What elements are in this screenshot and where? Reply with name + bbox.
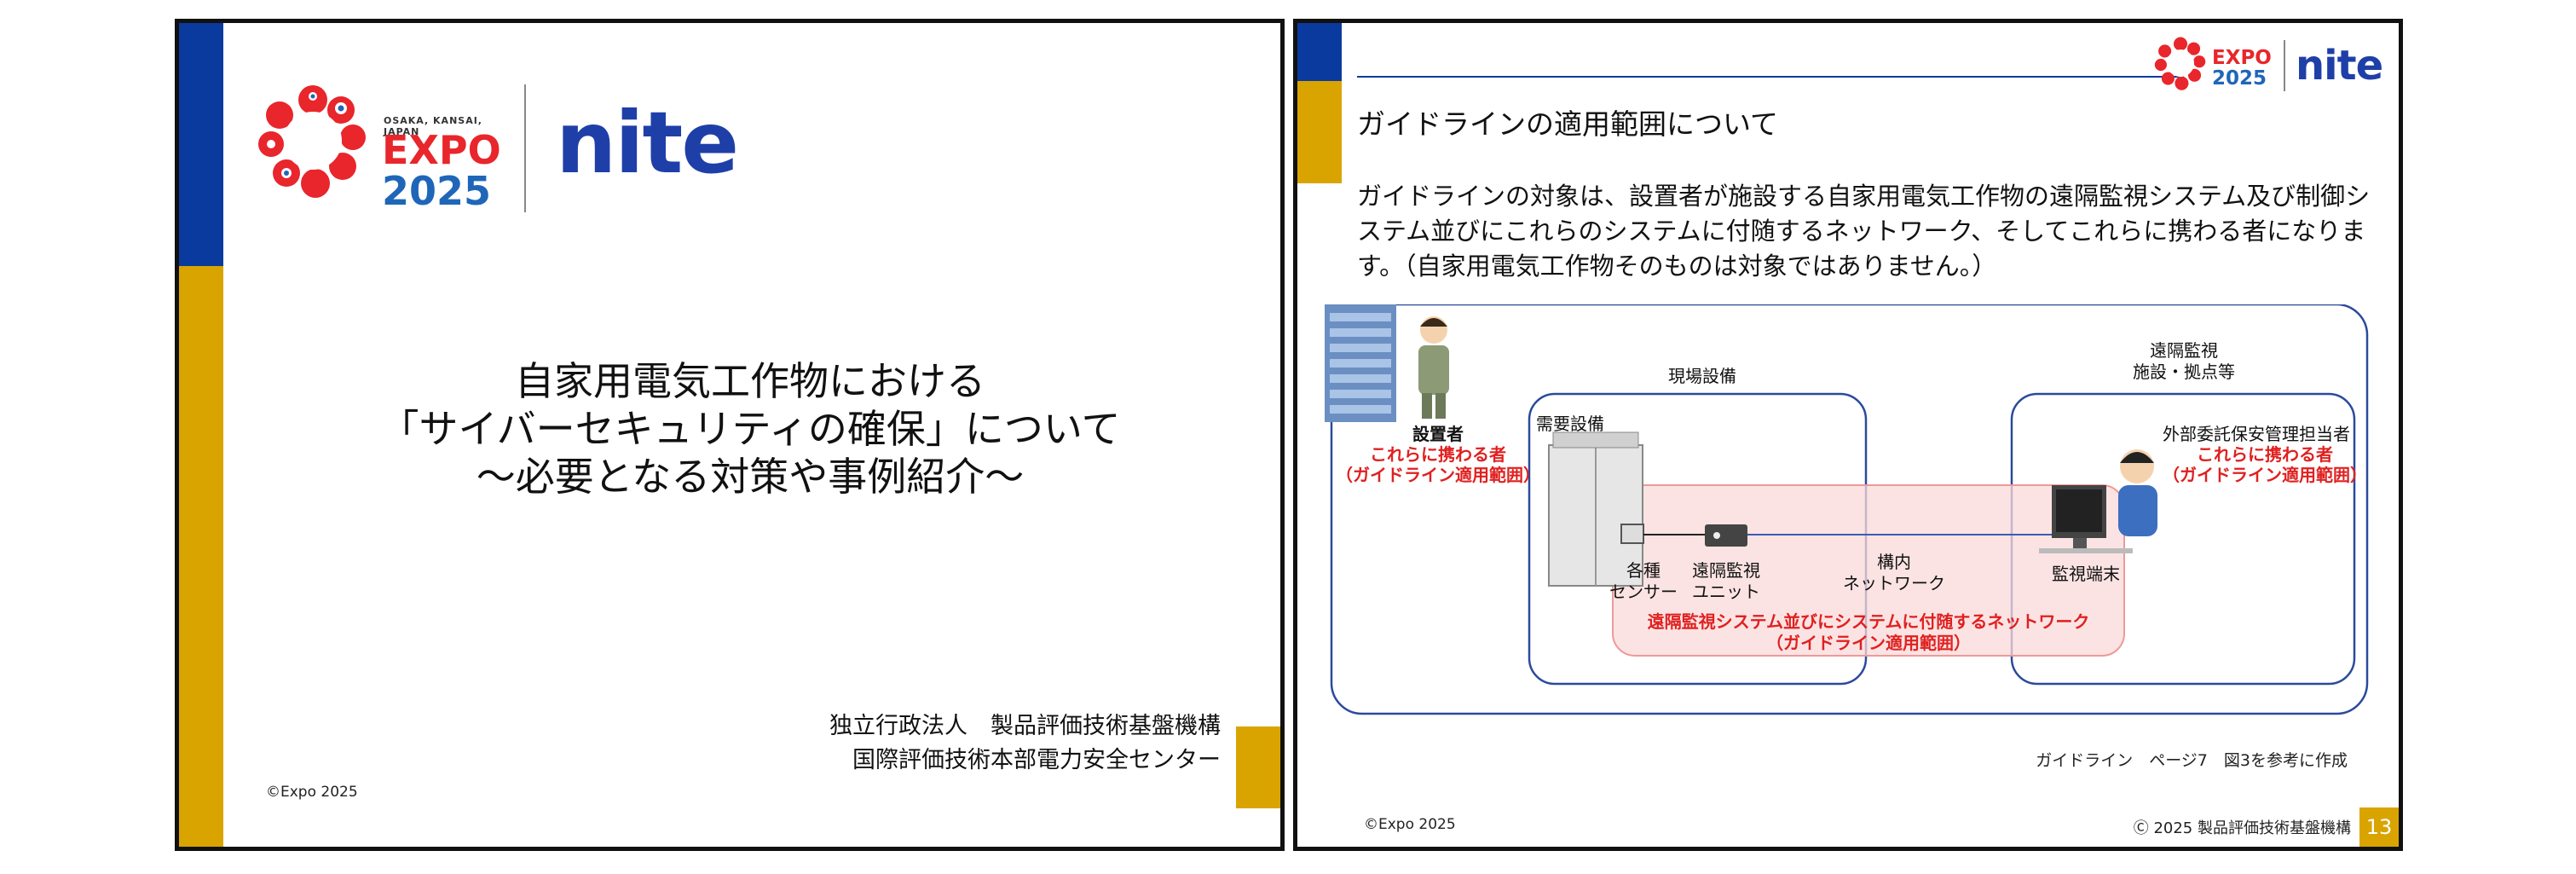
diagram-frames	[1325, 304, 2369, 715]
myaku-myaku-icon	[258, 85, 366, 198]
copyright: ©Expo 2025	[1364, 816, 1456, 833]
logo-divider	[524, 84, 526, 212]
expo-year: 2025	[2212, 67, 2267, 90]
overall-frame	[1330, 304, 2369, 715]
title-line: ～必要となる対策や事例紹介～	[476, 454, 1025, 500]
content-slide: EXPO 2025 nite ガイドラインの適用範囲について ガイドラインの対象…	[1293, 19, 2403, 851]
myaku-myaku-icon	[2154, 37, 2206, 90]
blue-accent-bar	[179, 23, 223, 266]
remote-site-line: 遠隔監視	[2150, 340, 2218, 361]
lan-line: ネットワーク	[1843, 573, 1945, 593]
header-logos: EXPO 2025 nite	[2154, 35, 2384, 95]
operator-person-icon	[2118, 449, 2157, 536]
gold-accent-bar	[179, 266, 223, 847]
organization: 独立行政法人 製品評価技術基盤機構 国際評価技術本部電力安全センター	[829, 709, 1221, 778]
lan-line: 構内	[1877, 552, 1911, 572]
gold-accent-bar	[1297, 81, 1342, 183]
slide-body: ガイドラインの対象は、設置者が施設する自家用電気工作物の遠隔監視システム及び制御…	[1357, 182, 2371, 281]
building-icon	[1325, 304, 1396, 422]
logo-divider	[2284, 40, 2285, 91]
outsourced-role: これらに携わる者	[2197, 444, 2333, 465]
remote-site-label: 遠隔監視 施設・拠点等	[2116, 340, 2252, 383]
cubicle-equipment-icon	[1548, 431, 1643, 587]
title-slide: OSAKA, KANSAI, JAPAN EXPO 2025 nite 自家用電…	[175, 19, 1285, 851]
scope-diagram: 設置者 これらに携わる者 （ガイドライン適用範囲） 現場設備 需要設備 各種 セ…	[1297, 304, 2399, 782]
footer-copyright: Ⓒ 2025 製品評価技術基盤機構	[2133, 819, 2351, 837]
title-line: 「サイバーセキュリティの確保」について	[379, 406, 1121, 452]
installer-role: これらに携わる者	[1370, 444, 1506, 465]
installer-scope: （ガイドライン適用範囲）	[1336, 465, 1540, 485]
remote-unit-label: 遠隔監視 ユニット	[1679, 560, 1773, 603]
slide-title: ガイドラインの適用範囲について	[1357, 107, 1779, 141]
expo-word: EXPO	[382, 127, 501, 173]
sensor-icon	[1620, 524, 1644, 544]
demand-equipment-label: 需要設備	[1536, 414, 1604, 434]
slide-title: 自家用電気工作物における 「サイバーセキュリティの確保」について ～必要となる対…	[281, 357, 1219, 501]
network-scope-line: （ガイドライン適用範囲）	[1766, 633, 1971, 653]
expo-year: 2025	[382, 168, 492, 214]
lan-label: 構内 ネットワーク	[1843, 552, 1945, 594]
sensors-line: センサー	[1609, 582, 1678, 602]
org-line: 国際評価技術本部電力安全センター	[852, 747, 1221, 773]
remote-unit-line: 遠隔監視	[1692, 560, 1760, 581]
nite-logo: nite	[2296, 42, 2383, 90]
outsourced-label: 外部委託保安管理担当者	[2163, 424, 2350, 444]
network-scope-line: 遠隔監視システム並びにシステムに付随するネットワーク	[1647, 611, 2090, 632]
sensors-line: 各種	[1626, 560, 1661, 581]
gold-corner-bar	[1236, 726, 1280, 808]
nite-logo: nite	[556, 93, 739, 193]
expo-word: EXPO	[2212, 47, 2272, 69]
remote-unit-line: ユニット	[1692, 582, 1760, 602]
source-note: ガイドライン ページ7 図3を参考に作成	[2036, 751, 2348, 770]
org-line: 独立行政法人 製品評価技術基盤機構	[829, 713, 1221, 739]
outsourced-scope: （ガイドライン適用範囲）	[2163, 465, 2367, 485]
installer-label: 設置者	[1412, 424, 1464, 444]
title-line: 自家用電気工作物における	[515, 358, 985, 404]
blue-accent-bar	[1297, 23, 1342, 81]
page-number: 13	[2359, 807, 2399, 847]
terminal-label: 監視端末	[2052, 564, 2120, 584]
remote-site-line: 施設・拠点等	[2133, 362, 2235, 382]
expo-location: OSAKA, KANSAI, JAPAN	[384, 115, 482, 137]
copyright: ©Expo 2025	[266, 784, 358, 801]
network-scope-label: 遠隔監視システム並びにシステムに付随するネットワーク （ガイドライン適用範囲）	[1613, 611, 2124, 654]
installer-person-icon	[1418, 316, 1449, 419]
remote-unit-icon	[1705, 524, 1747, 547]
expo-2025-logo: OSAKA, KANSAI, JAPAN EXPO 2025	[257, 84, 501, 214]
onsite-label: 現場設備	[1668, 366, 1736, 386]
sensors-label: 各種 センサー	[1601, 560, 1686, 603]
title-rule	[1357, 76, 2184, 78]
monitor-terminal-icon	[2039, 485, 2133, 553]
